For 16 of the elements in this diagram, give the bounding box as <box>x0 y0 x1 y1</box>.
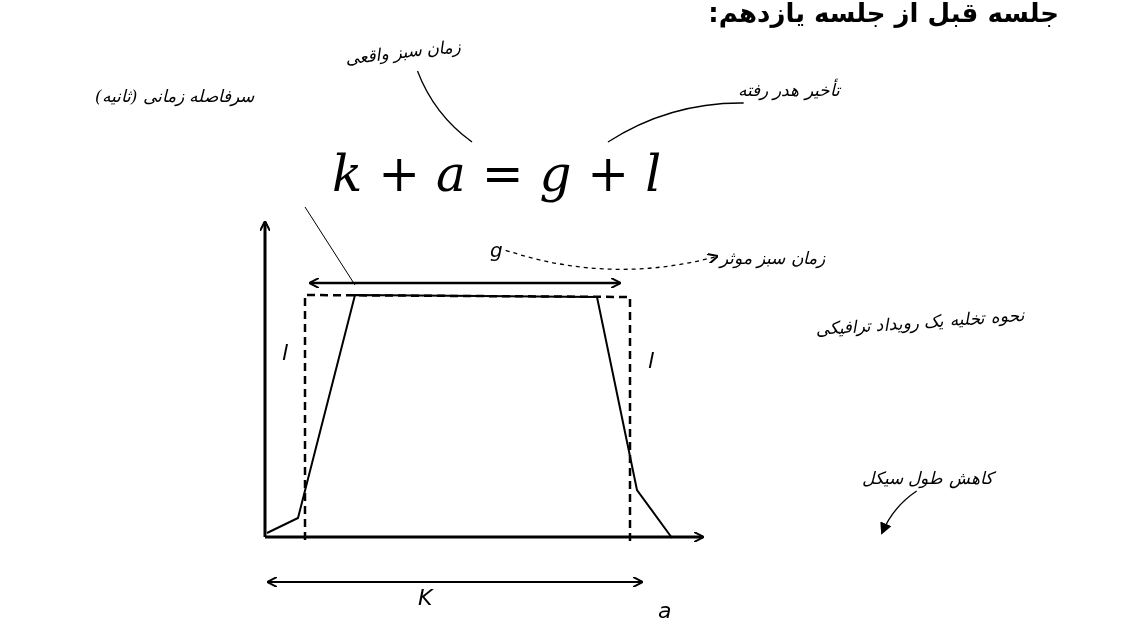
formula: k + a = g + l <box>332 145 662 203</box>
handwritten-note: نحوه تخلیه یک رویداد ترافیکی <box>814 304 1026 340</box>
axis-label: l <box>648 348 655 373</box>
axis-label: l <box>282 340 289 365</box>
title: جلسه قبل از جلسه یازدهم: <box>708 0 1059 28</box>
dimension-label: a <box>658 598 672 623</box>
arrow <box>505 249 719 270</box>
leader-line <box>607 102 745 143</box>
leader-line <box>416 70 473 143</box>
handwritten-note: زمان سبز موثر <box>720 248 825 268</box>
handwritten-note: تأخیر هدر رفته <box>738 80 840 100</box>
handwritten-note: زمان سبز واقعی <box>344 36 462 68</box>
dimension-label: K <box>418 585 433 610</box>
handwritten-note: سرفاصله زمانی (ثانیه) <box>95 86 255 106</box>
arrow <box>880 490 918 535</box>
dimension-label: g <box>490 238 503 262</box>
